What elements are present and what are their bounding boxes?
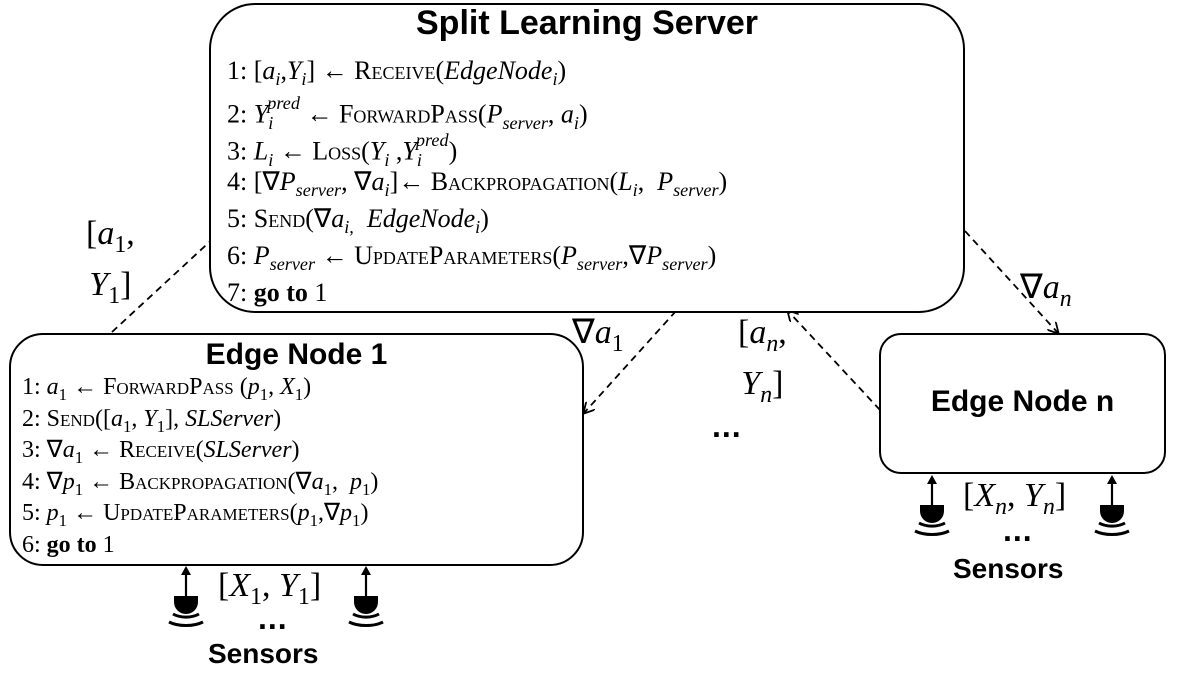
arrow-edgen-to-server [788,311,881,411]
label-server-to-edgen: ∇an [1020,269,1072,312]
edge1-step-6: 6: go to 1 [22,531,115,558]
edge-node-1-box: Edge Node 1 1: a1 ← ForwardPass (p1, X1)… [9,333,584,566]
edge1-step-4: 4: ∇p1 ← Backpropagation(∇a1, p1) [22,468,379,499]
sensor-icon [168,566,204,628]
arrow-server-to-edge1 [584,310,677,413]
sensor-ellipsis-edgen: ... [1003,512,1033,548]
edge-node-n-box: Edge Node n [879,333,1166,474]
server-step-6: 6: Pserver ← UpdateParameters(Pserver,∇P… [227,241,717,275]
ellipsis-edge-nodes: ... [712,408,742,444]
server-step-5: 5: Send(∇ai, EdgeNodei) [227,204,489,238]
sensors-label-edge1: Sensors [208,638,319,669]
label-server-to-edge1: ∇a1 [572,314,624,357]
label-edge1-to-server: [a1,Y1] [86,215,135,309]
edge1-step-3: 3: ∇a1 ← Receive(SLServer) [22,437,300,467]
server-step-3: 3: Li ← Loss(Yi ,Yipred) [227,130,458,170]
edge-node-1-title: Edge Node 1 [205,338,388,371]
server-step-7: 7: go to 1 [227,278,328,307]
split-learning-server-box: Split Learning Server 1: [ai,Yi] ← Recei… [209,3,965,313]
server-title: Split Learning Server [416,4,758,42]
server-algorithm: 1: [ai,Yi] ← Receive(EdgeNodei) 2: Yipre… [227,52,727,311]
sensor-data-edge1: [X1, Y1] [218,567,322,610]
server-step-2: 2: Yipred ← ForwardPass(Pserver, ai) [227,93,588,133]
edge1-step-5: 5: p1 ← UpdateParameters(p1,∇p1) [22,500,369,530]
sensor-ellipsis-edge1: ... [258,600,288,636]
server-step-1: 1: [ai,Yi] ← Receive(EdgeNodei) [227,56,567,90]
sensor-data-edgen: [Xn, Yn] [963,477,1067,520]
edge-node-n-title: Edge Node n [930,385,1115,418]
label-edgen-to-server: [an,Yn] [738,314,787,408]
sensors-label-edgen: Sensors [953,553,1064,584]
sensor-icon [348,566,384,628]
sensor-icon [914,475,950,537]
server-step-4: 4: [∇Pserver, ∇ai]← Backpropagation(Li, … [227,167,728,201]
edge-node-1-algorithm: 1: a1 ← ForwardPass (p1, X1) 2: Send([a1… [22,372,378,561]
edge1-step-2: 2: Send([a1, Y1], SLServer) [22,405,282,436]
sensor-icon [1094,475,1130,537]
edge1-step-1: 1: a1 ← ForwardPass (p1, X1) [22,374,312,404]
